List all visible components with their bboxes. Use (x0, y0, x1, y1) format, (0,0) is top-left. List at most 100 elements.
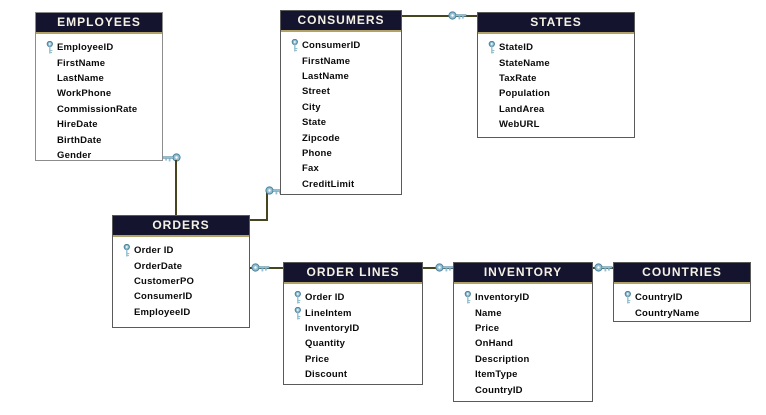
field-row[interactable]: Phone (288, 146, 397, 161)
field-row[interactable]: State (288, 115, 397, 130)
field-row[interactable]: LineIntem (291, 305, 418, 320)
relationship-key-icon (448, 10, 467, 21)
table-states-header[interactable]: STATES (478, 13, 634, 34)
field-name: HireDate (57, 119, 98, 131)
field-name: OrderDate (134, 260, 183, 272)
field-row[interactable]: EmployeeID (120, 305, 245, 320)
field-name: OnHand (475, 338, 514, 350)
table-orders[interactable]: ORDERS Order ID OrderDate CustomerPO Con… (112, 215, 250, 328)
table-title: COUNTRIES (642, 265, 722, 279)
relationship-orders-consumers[interactable] (266, 190, 268, 221)
field-name: LastName (302, 70, 350, 82)
field-row[interactable]: Description (461, 352, 588, 367)
field-row[interactable]: Zipcode (288, 130, 397, 145)
field-row[interactable]: City (288, 100, 397, 115)
field-row[interactable]: Order ID (291, 290, 418, 305)
primary-key-icon (624, 291, 631, 304)
field-name: ConsumerID (134, 291, 193, 303)
field-name: CommissionRate (57, 103, 138, 115)
field-row[interactable]: WorkPhone (43, 86, 158, 101)
field-name: TaxRate (499, 72, 537, 84)
field-row[interactable]: StateName (485, 55, 630, 70)
field-row[interactable]: Price (461, 321, 588, 336)
field-row[interactable]: CountryID (621, 290, 746, 305)
table-title: ORDERS (152, 218, 210, 232)
field-name: StateID (499, 42, 534, 54)
field-name: Name (475, 307, 502, 319)
field-row[interactable]: InventoryID (461, 290, 588, 305)
field-name: WorkPhone (57, 88, 112, 100)
field-name: Discount (305, 369, 348, 381)
field-row[interactable]: CountryName (621, 305, 746, 320)
field-row[interactable]: Order ID (120, 243, 245, 258)
field-row[interactable]: Population (485, 86, 630, 101)
field-row[interactable]: LastName (43, 71, 158, 86)
field-name: Phone (302, 147, 333, 159)
field-row[interactable]: InventoryID (291, 321, 418, 336)
field-name: Population (499, 88, 551, 100)
table-order-lines-header[interactable]: ORDER LINES (284, 263, 422, 284)
field-name: LandArea (499, 103, 545, 115)
field-row[interactable]: FirstName (43, 55, 158, 70)
table-inventory[interactable]: INVENTORY InventoryID Name Price OnHand … (453, 262, 593, 402)
field-row[interactable]: OnHand (461, 336, 588, 351)
field-row[interactable]: Quantity (291, 336, 418, 351)
field-row[interactable]: OrderDate (120, 258, 245, 273)
field-name: State (302, 117, 327, 129)
table-orders-header[interactable]: ORDERS (113, 216, 249, 237)
field-row[interactable]: HireDate (43, 117, 158, 132)
relationship-key-icon (435, 262, 454, 273)
field-row[interactable]: ItemType (461, 367, 588, 382)
field-row[interactable]: LandArea (485, 102, 630, 117)
field-row[interactable]: Price (291, 352, 418, 367)
field-name: ConsumerID (302, 40, 361, 52)
field-row[interactable]: ConsumerID (120, 289, 245, 304)
field-row[interactable]: WebURL (485, 117, 630, 132)
table-states[interactable]: STATES StateID StateName TaxRate Populat… (477, 12, 635, 138)
field-row[interactable]: Street (288, 84, 397, 99)
table-countries[interactable]: COUNTRIES CountryID CountryName (613, 262, 751, 322)
field-row[interactable]: Name (461, 305, 588, 320)
field-name: Price (305, 353, 330, 365)
field-name: InventoryID (475, 292, 530, 304)
field-name: EmployeeID (57, 42, 114, 54)
relationship-orders-consumers[interactable] (250, 219, 268, 221)
primary-key-icon (464, 291, 471, 304)
relationship-employees-orders[interactable] (175, 160, 177, 215)
field-row[interactable]: CustomerPO (120, 274, 245, 289)
field-row[interactable]: FirstName (288, 53, 397, 68)
field-row[interactable]: EmployeeID (43, 40, 158, 55)
field-name: Order ID (134, 245, 174, 257)
field-name: City (302, 101, 321, 113)
table-title: CONSUMERS (297, 13, 385, 27)
table-employees-header[interactable]: EMPLOYEES (36, 13, 162, 34)
table-consumers-header[interactable]: CONSUMERS (281, 11, 401, 32)
field-name: WebURL (499, 119, 540, 131)
field-row[interactable]: ConsumerID (288, 38, 397, 53)
relationship-consumers-states[interactable] (402, 15, 477, 17)
field-row[interactable]: StateID (485, 40, 630, 55)
field-row[interactable]: LastName (288, 69, 397, 84)
field-row[interactable]: Gender (43, 148, 158, 163)
field-name: Street (302, 86, 331, 98)
field-name: Gender (57, 149, 92, 161)
field-row[interactable]: Discount (291, 367, 418, 382)
table-employees[interactable]: EMPLOYEES EmployeeID FirstName LastName … (35, 12, 163, 161)
field-name: CountryID (475, 384, 523, 396)
field-name: Description (475, 353, 530, 365)
field-row[interactable]: BirthDate (43, 132, 158, 147)
table-countries-header[interactable]: COUNTRIES (614, 263, 750, 284)
table-inventory-header[interactable]: INVENTORY (454, 263, 592, 284)
field-row[interactable]: TaxRate (485, 71, 630, 86)
table-consumers[interactable]: CONSUMERS ConsumerID FirstName LastName … (280, 10, 402, 195)
field-name: Order ID (305, 292, 345, 304)
primary-key-icon (294, 291, 301, 304)
field-row[interactable]: CountryID (461, 382, 588, 397)
field-row[interactable]: CreditLimit (288, 177, 397, 192)
field-row[interactable]: CommissionRate (43, 102, 158, 117)
table-title: STATES (530, 15, 582, 29)
relationship-key-icon (162, 152, 181, 163)
field-row[interactable]: Fax (288, 161, 397, 176)
primary-key-icon (294, 306, 301, 320)
table-order-lines[interactable]: ORDER LINES Order ID LineIntem Inventory… (283, 262, 423, 385)
